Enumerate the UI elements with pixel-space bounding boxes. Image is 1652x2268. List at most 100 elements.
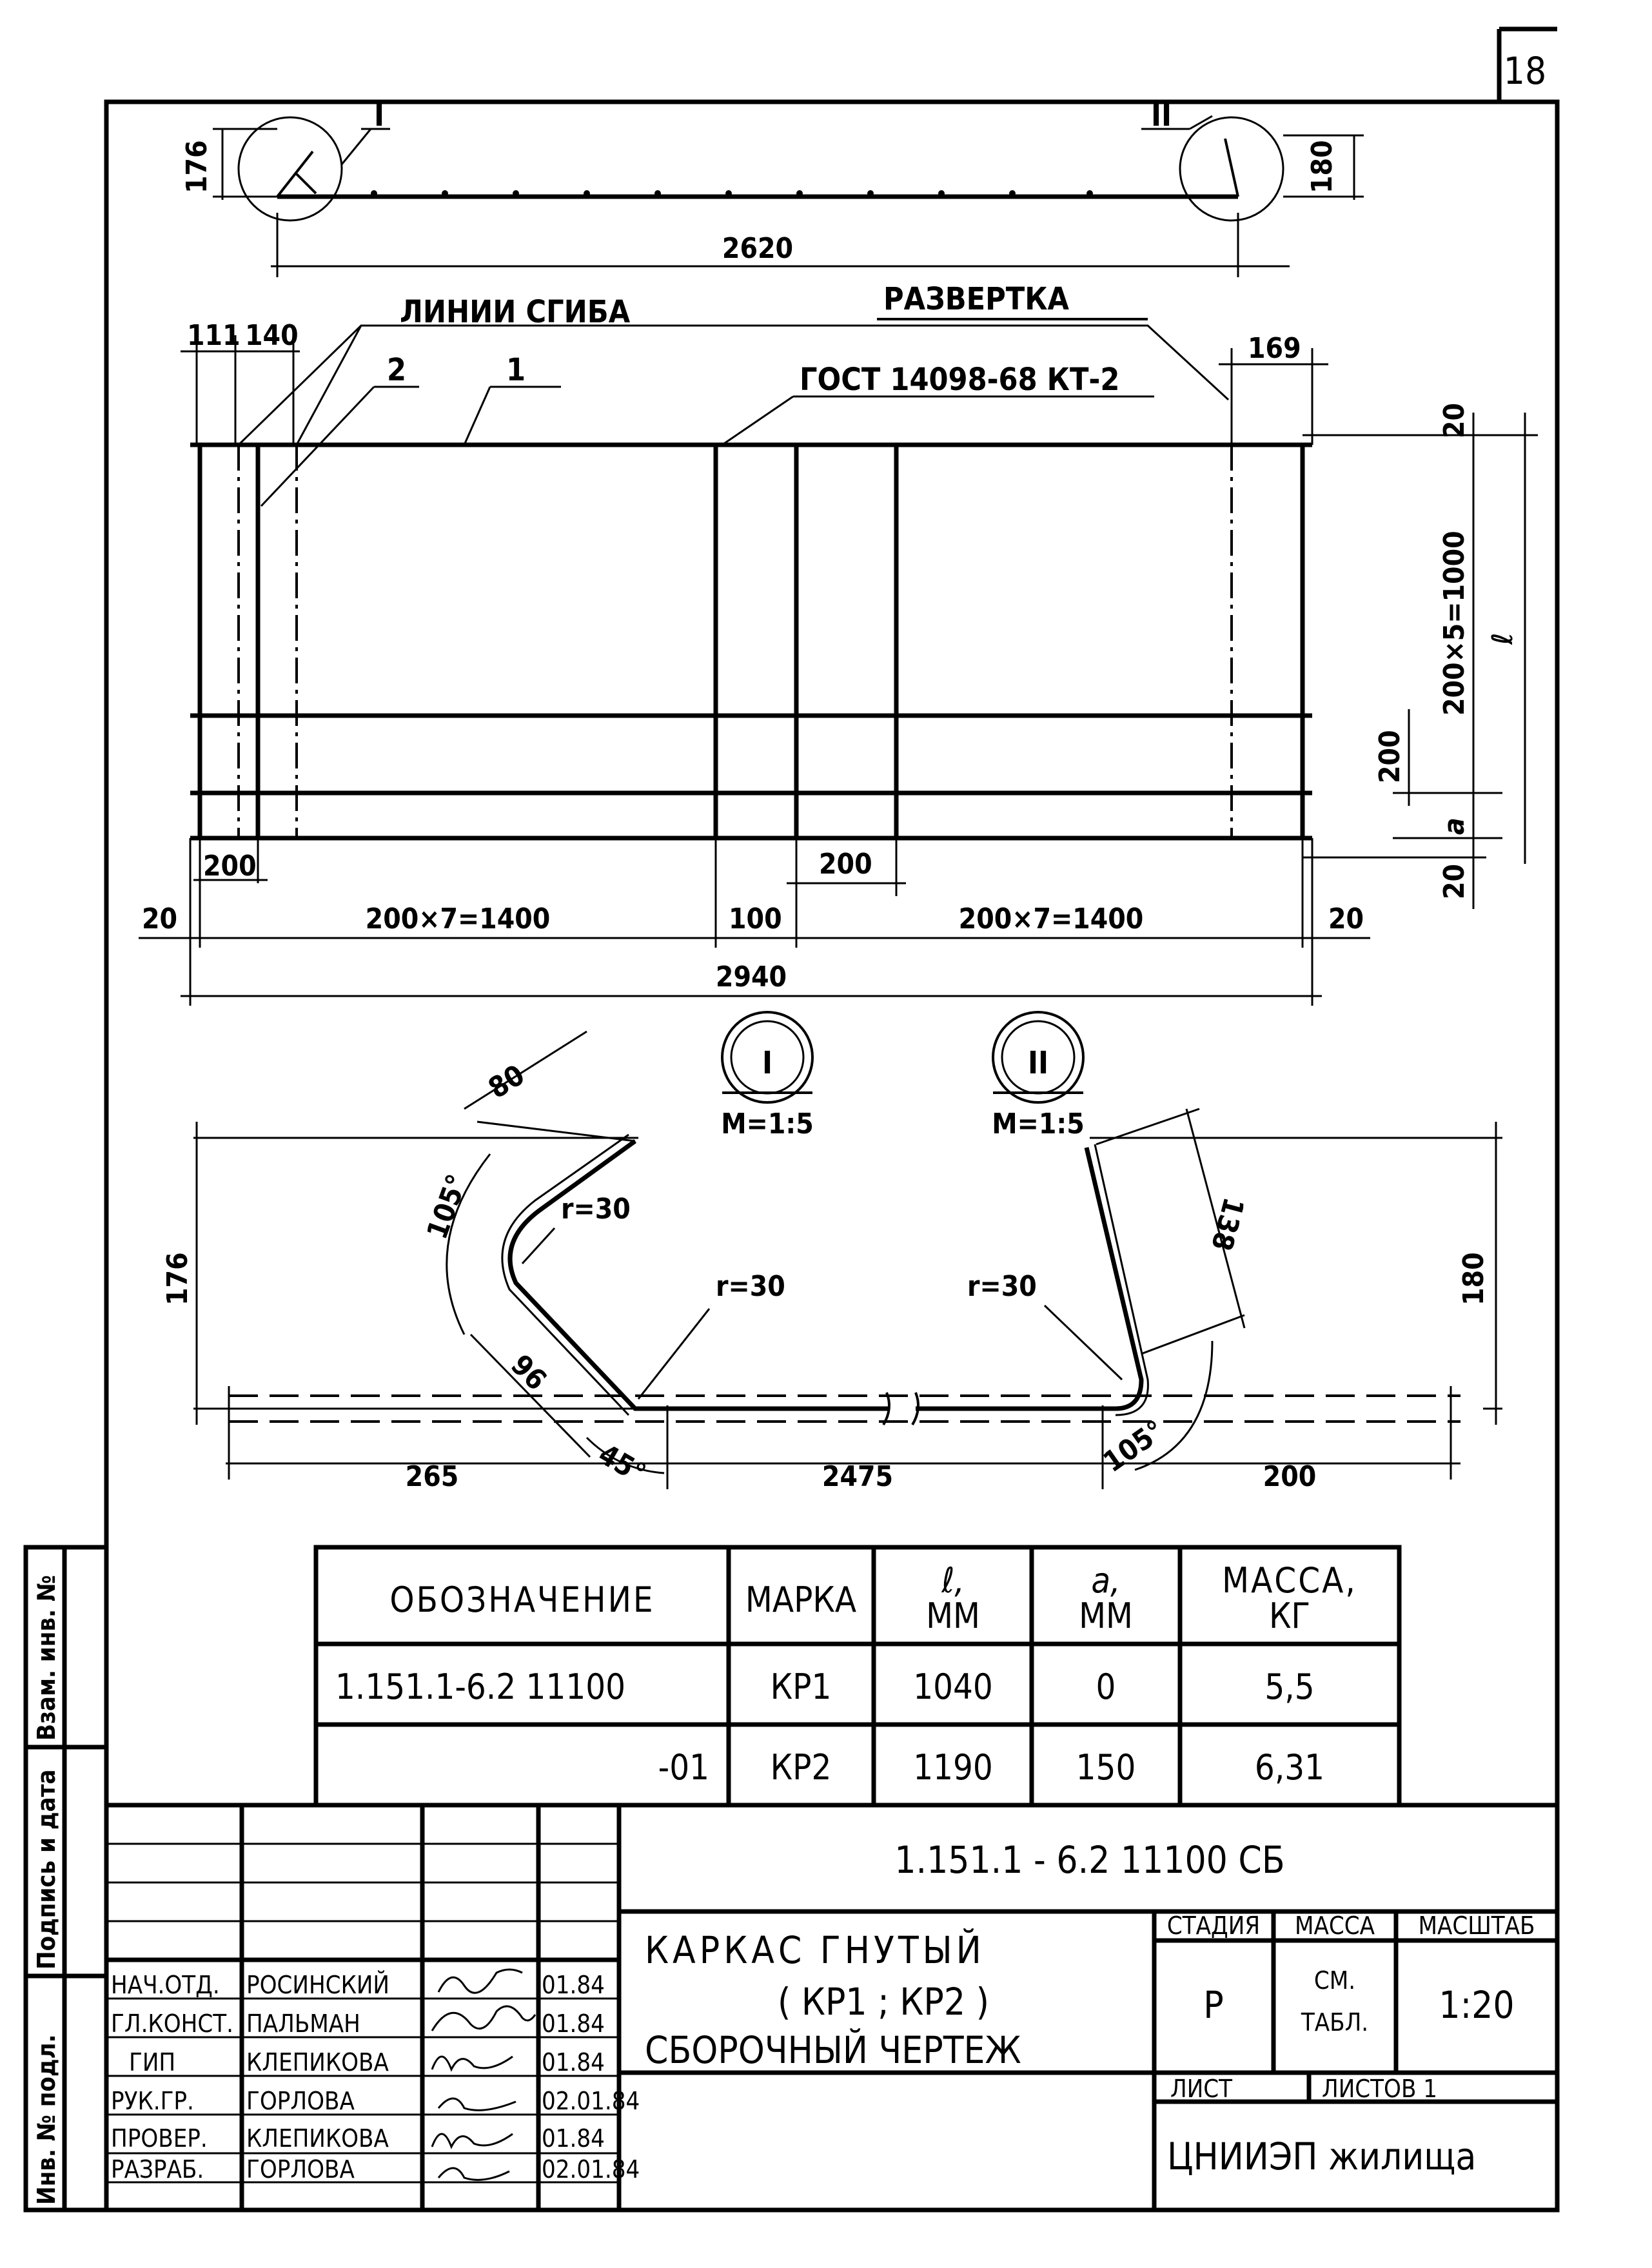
staff-role-1: Нач.отд. <box>111 1971 220 1999</box>
detail-1-dim-80: 80 <box>483 1059 531 1105</box>
dim-a: a <box>1438 817 1471 835</box>
detail-2-r30: r=30 <box>967 1270 1037 1303</box>
top-view-dim-2620: 2620 <box>722 232 793 265</box>
title-name-3: Сборочный чертеж <box>645 2028 1021 2072</box>
detail-1-label: I <box>762 1045 772 1081</box>
top-view-callout-1: I <box>374 97 384 133</box>
details-view: I M=1:5 II M=1:5 176 180 80 105° r=30 r=… <box>161 1011 1502 1493</box>
spec-header-mass-unit: кг <box>1269 1596 1310 1636</box>
detail-1-r30-top: r=30 <box>561 1193 631 1226</box>
dim-140: 140 <box>245 319 299 352</box>
staff-date-2: 01.84 <box>542 2009 605 2038</box>
detail-1-bar <box>507 1139 890 1411</box>
spec-row-1-l: 1040 <box>913 1667 993 1707</box>
dim-200x5: 200×5=1000 <box>1438 531 1471 716</box>
spec-header-a: a, <box>1091 1560 1120 1601</box>
position-1: 1 <box>506 352 526 388</box>
dim-200-vertical: 200 <box>1373 730 1406 783</box>
spec-row-2-mass: 6,31 <box>1255 1747 1324 1788</box>
spec-header-a-unit: мм <box>1079 1596 1133 1636</box>
detail-1-dim-96: 96 <box>504 1349 553 1397</box>
staff-rows: Нач.отд. Росинский 01.84 Гл.конст. Пальм… <box>111 1971 640 2184</box>
dim-200-left: 200 <box>203 850 257 883</box>
spec-row-2-a: 150 <box>1076 1747 1136 1788</box>
staff-date-5: 01.84 <box>542 2124 605 2153</box>
staff-date-1: 01.84 <box>542 1971 605 1999</box>
title-name-1: Каркас гнутый <box>645 1928 985 1972</box>
detail-1-scale: M=1:5 <box>721 1108 814 1140</box>
side-stamp: Инв. № подл. Подпись и дата Взам. инв. № <box>23 1545 109 2213</box>
detail-1-dim-176: 176 <box>161 1252 194 1305</box>
signature-3 <box>431 2055 513 2072</box>
top-view-bar-dots <box>371 190 1093 197</box>
staff-name-6: Горлова <box>246 2155 355 2184</box>
staff-name-5: Клепикова <box>246 2124 389 2153</box>
dim-111: 111 <box>187 319 241 352</box>
staff-name-1: Росинский <box>246 1971 389 1999</box>
bend-lines-label: Линии сгиба <box>400 294 631 330</box>
spec-header-l: ℓ, <box>941 1560 965 1601</box>
detail-2-dim-200: 200 <box>1263 1460 1317 1493</box>
signature-1 <box>437 1968 523 1994</box>
top-view: I II 176 180 2620 <box>181 97 1364 277</box>
staff-role-6: Разраб. <box>111 2155 204 2184</box>
staff-name-3: Клепикова <box>246 2048 389 2077</box>
sheets-label: Листов 1 <box>1322 2075 1437 2103</box>
staff-date-3: 01.84 <box>542 2048 605 2077</box>
dim-top-20: 20 <box>1438 403 1471 438</box>
top-view-callout-circle-2 <box>1179 116 1284 222</box>
dim-bottom-20: 20 <box>1438 864 1471 899</box>
position-2: 2 <box>387 352 406 388</box>
spec-header-mark: Марка <box>745 1579 856 1620</box>
sheet-number: 18 <box>1504 49 1546 93</box>
staff-date-6: 02.01.84 <box>542 2155 640 2184</box>
detail-1-r30-bottom: r=30 <box>716 1270 785 1303</box>
dim-total-2940: 2940 <box>716 961 787 993</box>
top-view-callout-2: II <box>1151 97 1172 133</box>
spec-row-1-mass: 5,5 <box>1264 1667 1314 1707</box>
detail-2-dim-180: 180 <box>1457 1252 1490 1305</box>
top-view-dim-176: 176 <box>181 140 213 193</box>
staff-role-2: Гл.конст. <box>111 2009 233 2038</box>
signature-2 <box>431 2005 536 2031</box>
spec-row-2-l: 1190 <box>913 1747 993 1788</box>
sheet-frame <box>104 26 1560 2213</box>
side-stamp-inv-orig: Инв. № подл. <box>32 2034 61 2205</box>
spec-table: Обозначение Марка ℓ, мм a, мм Масса, кг … <box>313 1545 1402 1808</box>
top-view-dim-180: 180 <box>1306 140 1339 193</box>
staff-name-2: Пальман <box>246 2009 360 2038</box>
detail-1-dim-265: 265 <box>406 1460 459 1493</box>
spec-row-1-designation: 1.151.1-6.2 11100 <box>335 1667 625 1707</box>
dim-span-2: 200×7=1400 <box>959 903 1144 935</box>
title-name-2: ( КР1 ; КР2 ) <box>778 1980 989 2024</box>
spec-header-designation: Обозначение <box>389 1579 654 1620</box>
detail-2-label: II <box>1028 1045 1048 1081</box>
stage-header: Стадия <box>1167 1911 1260 1940</box>
spec-row-2-mark: КР2 <box>771 1747 832 1788</box>
dim-right-20: 20 <box>1328 903 1364 935</box>
dim-200-mid: 200 <box>819 848 872 881</box>
detail-1-marker <box>721 1011 814 1104</box>
dim-169: 169 <box>1248 332 1301 365</box>
detail-2-bar <box>916 1147 1144 1411</box>
title-code: 1.151.1 - 6.2 11100 СБ <box>894 1838 1284 1882</box>
mass-header: Масса <box>1295 1911 1375 1940</box>
scale-value: 1:20 <box>1439 1983 1514 2027</box>
signatures <box>431 1968 536 2181</box>
detail-2-scale: M=1:5 <box>992 1108 1085 1140</box>
mass-value-1: см. <box>1314 1966 1355 1995</box>
staff-role-5: Провер. <box>111 2124 208 2153</box>
development-title: Развертка <box>883 281 1070 317</box>
signature-6 <box>437 2167 510 2181</box>
detail-1-angle-105: 105° <box>420 1170 474 1244</box>
development-view: Развертка Линии сгиба ГОСТ 14098-68 КТ-2… <box>139 281 1538 1006</box>
spec-row-1-mark: КР1 <box>771 1667 832 1707</box>
staff-role-4: Рук.гр. <box>111 2087 194 2115</box>
side-stamp-replace-inv: Взам. инв. № <box>32 1575 61 1741</box>
signature-4 <box>437 2097 516 2111</box>
spec-row-2-designation: -01 <box>658 1747 709 1788</box>
title-block: 1.151.1 - 6.2 11100 СБ Каркас гнутый ( К… <box>106 1803 1557 2210</box>
dim-left-20: 20 <box>142 903 177 935</box>
spec-header-mass: Масса, <box>1222 1560 1357 1601</box>
